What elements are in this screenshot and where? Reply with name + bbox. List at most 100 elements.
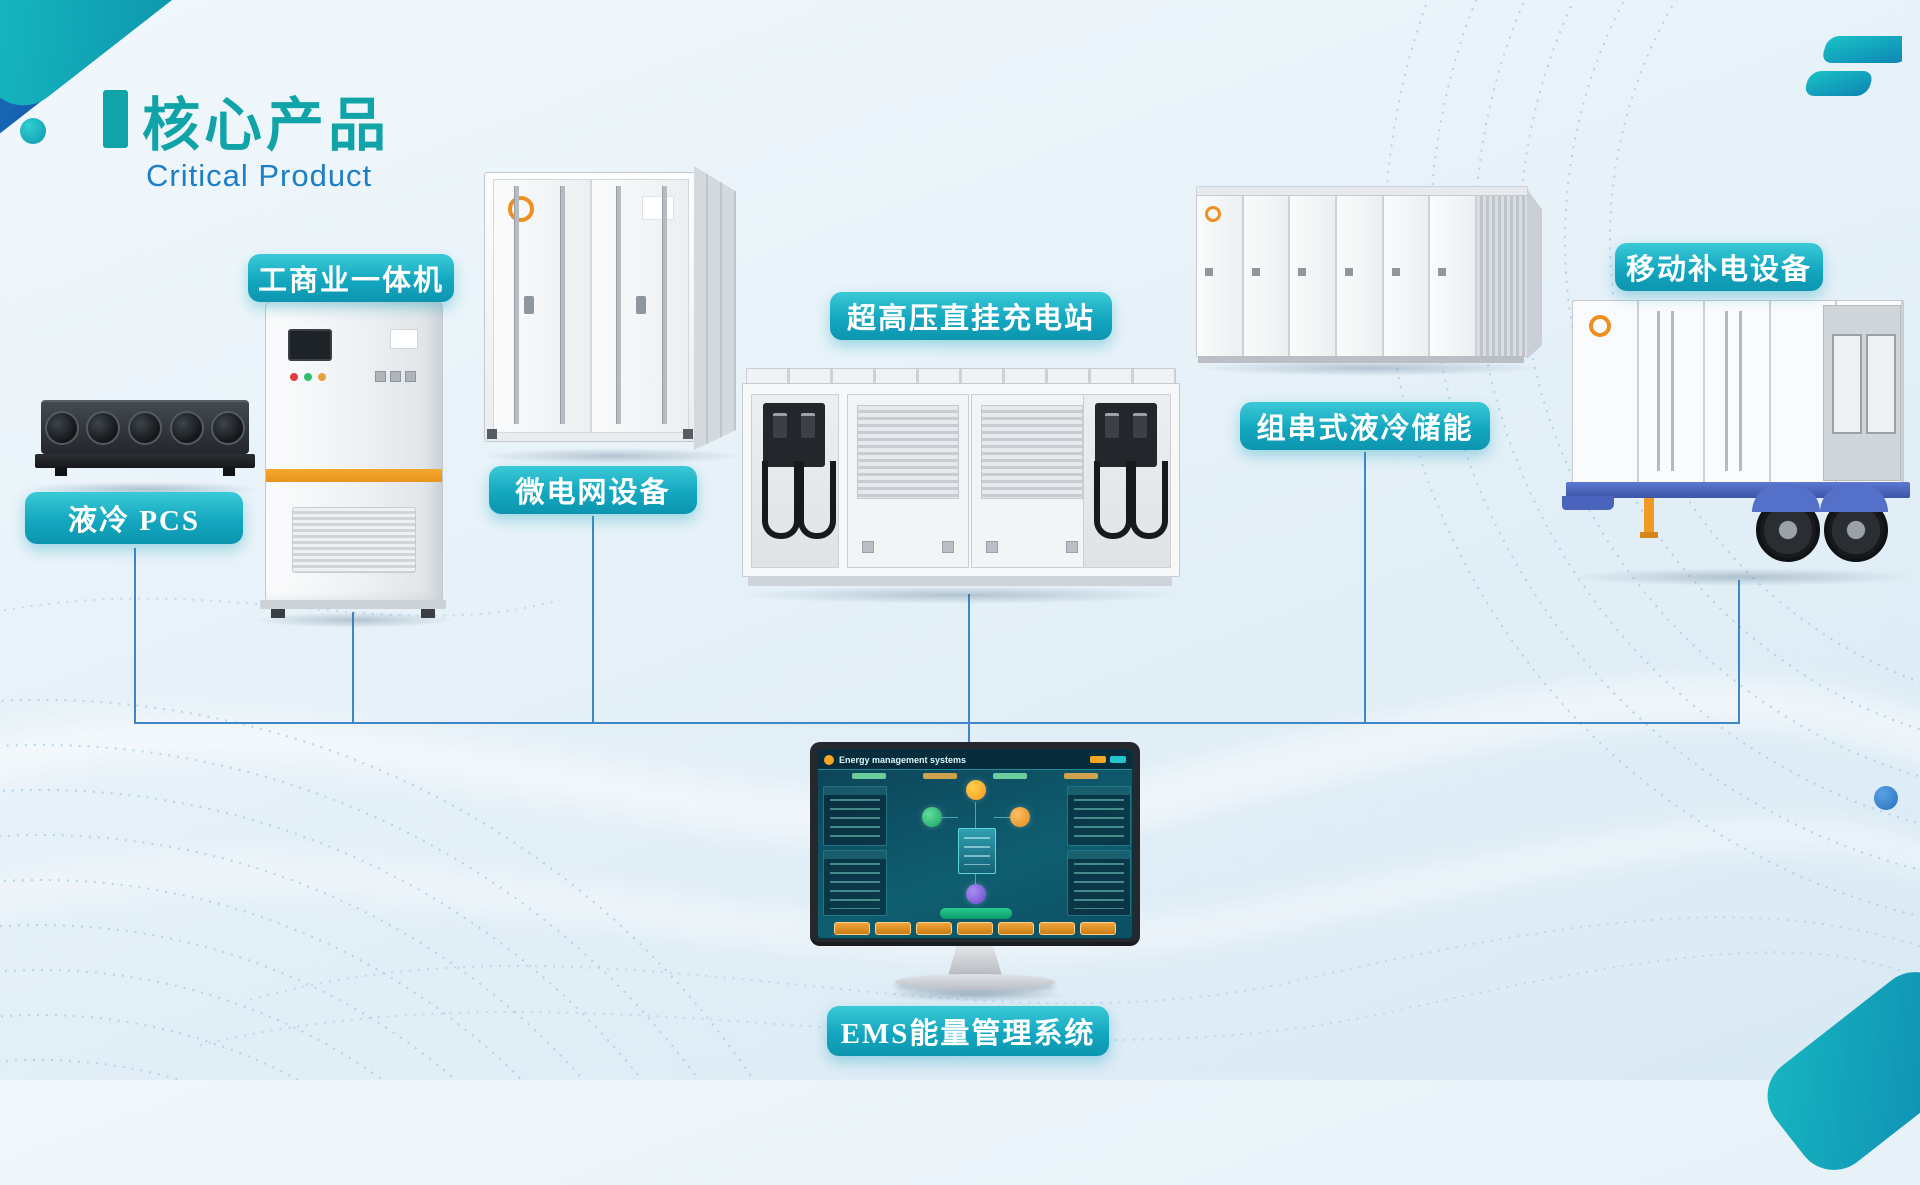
leaf-icon — [922, 807, 942, 827]
device-charging-station — [742, 368, 1180, 594]
door-panel — [1430, 196, 1478, 356]
door-panel — [1337, 196, 1384, 356]
shadow — [880, 988, 1070, 1002]
charging-cable — [762, 461, 800, 539]
support-leg — [1644, 498, 1654, 532]
storage-base — [1198, 356, 1524, 363]
status-chip — [1110, 756, 1126, 763]
ems-button — [998, 922, 1034, 935]
monitor-bezel: Energy management systems — [810, 742, 1140, 946]
ems-header-bar: Energy management systems — [818, 750, 1132, 770]
container-sticker — [642, 196, 674, 220]
charging-cable — [1094, 461, 1132, 539]
door-latch — [1205, 268, 1213, 276]
bulb-icon — [966, 884, 986, 904]
brand-logo-icon — [508, 196, 534, 222]
door-panel — [1197, 196, 1244, 356]
charging-socket — [1133, 413, 1147, 438]
charging-socket — [773, 413, 787, 438]
door-latch — [862, 541, 874, 553]
bay-window — [1832, 334, 1862, 434]
wheel-fender — [1752, 484, 1820, 512]
door-latch — [1345, 268, 1354, 276]
cabinet-display — [288, 329, 332, 361]
pcs-foot — [223, 468, 235, 476]
pcs-chassis — [41, 400, 249, 454]
fan-icon — [169, 411, 204, 445]
ems-logo-icon — [824, 754, 834, 765]
device-string-storage — [1196, 186, 1544, 366]
label-commercial-industrial: 工商业一体机 — [248, 254, 454, 302]
connector-cabinet — [352, 612, 354, 722]
door-latch — [986, 541, 998, 553]
charging-cable — [1130, 461, 1168, 539]
ems-button — [875, 922, 911, 935]
ems-screen: Energy management systems — [817, 749, 1133, 939]
charging-socket — [1105, 413, 1119, 438]
cabinet-label — [390, 329, 418, 349]
door-lock-rod — [662, 186, 667, 424]
door-handle — [636, 296, 646, 314]
cabinet-foot — [421, 609, 435, 618]
title-accent-bar — [103, 90, 128, 148]
connector-charging-station — [968, 594, 970, 722]
door-latch — [1298, 268, 1307, 276]
station-body — [742, 383, 1180, 577]
door-latch — [1251, 268, 1260, 276]
cabinet-orange-stripe — [266, 469, 442, 482]
equipment-bay — [1823, 305, 1901, 481]
connector-panel — [1095, 403, 1157, 467]
cabinet-button-icon — [405, 371, 416, 382]
louver-door — [847, 394, 969, 568]
fan-icon — [127, 411, 162, 445]
connector-pcs — [134, 548, 136, 722]
flow-line — [975, 872, 976, 886]
cabinet-button-icon — [375, 371, 386, 382]
trailer-chassis — [1566, 482, 1910, 498]
coin-icon — [1010, 807, 1030, 827]
cabinet-vent-grille — [292, 507, 416, 573]
connector-horizontal — [134, 722, 1740, 724]
device-commercial-industrial-cabinet — [260, 300, 446, 620]
storage-side — [1527, 189, 1542, 359]
device-liquid-cooled-pcs — [35, 396, 255, 488]
fan-icon — [44, 411, 79, 445]
door-latch — [1438, 268, 1447, 276]
flow-line — [975, 802, 976, 828]
ems-title: Energy management systems — [839, 754, 967, 765]
data-panel — [823, 786, 887, 846]
door-lock-rod — [560, 186, 565, 424]
flow-line — [994, 817, 1010, 818]
page-title: 核心产品 — [142, 93, 391, 158]
data-panel — [1067, 850, 1131, 916]
cabinet-foot — [271, 609, 285, 618]
station-roof — [746, 368, 1176, 384]
ems-button — [916, 922, 952, 935]
cabinet-body — [265, 300, 443, 602]
support-leg-foot — [1640, 532, 1658, 538]
mode-chip — [852, 773, 886, 779]
charging-bay — [751, 394, 839, 568]
label-ems: EMS能量管理系统 — [827, 1006, 1109, 1056]
door-panel — [493, 179, 591, 433]
pcs-foot — [55, 468, 67, 476]
indicator-light-icon — [318, 373, 326, 381]
teal-dot-decoration — [20, 118, 46, 144]
mode-chip — [922, 773, 957, 779]
connector-mobile — [1738, 580, 1740, 722]
wheel-fender — [1820, 484, 1888, 512]
device-ems-monitor: Energy management systems — [810, 742, 1140, 1002]
label-string-storage: 组串式液冷储能 — [1240, 402, 1490, 450]
shadow — [1195, 360, 1545, 376]
connector-panel — [763, 403, 825, 467]
ems-button-row — [818, 922, 1132, 935]
ems-button — [957, 922, 993, 935]
shadow — [478, 448, 748, 464]
status-chip — [1090, 756, 1106, 763]
vent-column — [1477, 196, 1528, 356]
louver-door — [971, 394, 1093, 568]
fan-icon — [211, 411, 246, 445]
label-microgrid: 微电网设备 — [489, 466, 697, 514]
data-panel — [1067, 786, 1131, 846]
door-lock-rod — [1725, 311, 1728, 471]
